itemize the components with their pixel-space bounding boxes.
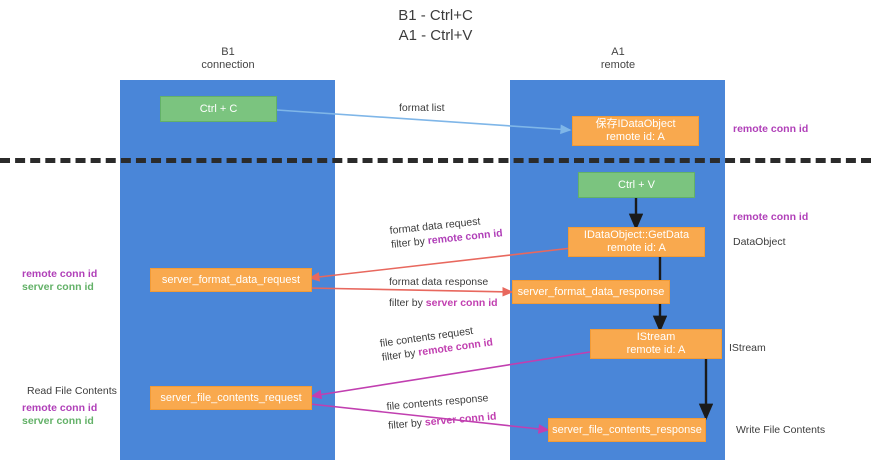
arrow-label-file-contents-response-line2: filter by server conn id [388,409,497,432]
filter-by-text: filter by [387,416,426,432]
diagram-title: B1 - Ctrl+C A1 - Ctrl+V [398,7,473,44]
arrow-label-file-contents-response: file contents response filter by server … [386,391,497,433]
arrow-label-format-data-request: format data request filter by remote con… [389,212,503,252]
note-right-write-file-contents: Write File Contents [736,424,826,436]
arrow-label-format-data-response-line1: format data response [389,276,489,288]
filter-key-server-conn-id: server conn id [425,297,498,309]
box-istream[interactable]: IStream remote id: A [590,329,722,359]
note-left-remote-conn-id-bottom: remote conn id [22,402,98,414]
filter-key-server-conn-id: server conn id [424,410,497,429]
arrow-label-format-data-response: format data response filter by server co… [389,275,498,310]
note-left-server-conn-id-bottom: server conn id [22,415,94,427]
filter-by-text: filter by [389,297,426,309]
box-server-format-data-request[interactable]: server_format_data_request [150,268,312,292]
note-right-remote-conn-id-mid: remote conn id [733,211,809,223]
filter-by-text: filter by [390,235,429,251]
note-right-dataobject: DataObject [733,236,786,248]
note-left-read-file-contents: Read File Contents [27,385,117,397]
box-server-file-contents-request[interactable]: server_file_contents_request [150,386,312,410]
box-server-file-contents-response[interactable]: server_file_contents_response [548,418,706,442]
phase-divider [0,158,871,163]
box-idataobject-getdata[interactable]: IDataObject::GetData remote id: A [568,227,705,257]
note-left-remote-conn-id: remote conn id [22,268,98,280]
box-server-format-data-response[interactable]: server_format_data_response [512,280,670,304]
column-header-b1: B1 connection [201,46,255,71]
note-right-remote-conn-id-top: remote conn id [733,123,809,135]
arrow-label-format-list-line1: format list [399,102,445,114]
note-right-istream: IStream [729,342,766,354]
arrow-label-format-list: format list [399,101,445,115]
arrow-label-format-data-response-line2: filter by server conn id [389,296,498,310]
box-idataobject-remote[interactable]: 保存IDataObject remote id: A [572,116,699,146]
box-ctrl-c[interactable]: Ctrl + C [160,96,277,122]
column-header-a1: A1 remote [600,46,636,71]
note-left-server-conn-id: server conn id [22,281,94,293]
box-ctrl-v[interactable]: Ctrl + V [578,172,695,198]
filter-by-text: filter by [381,346,420,364]
arrow-label-file-contents-request: file contents request filter by remote c… [379,321,494,364]
